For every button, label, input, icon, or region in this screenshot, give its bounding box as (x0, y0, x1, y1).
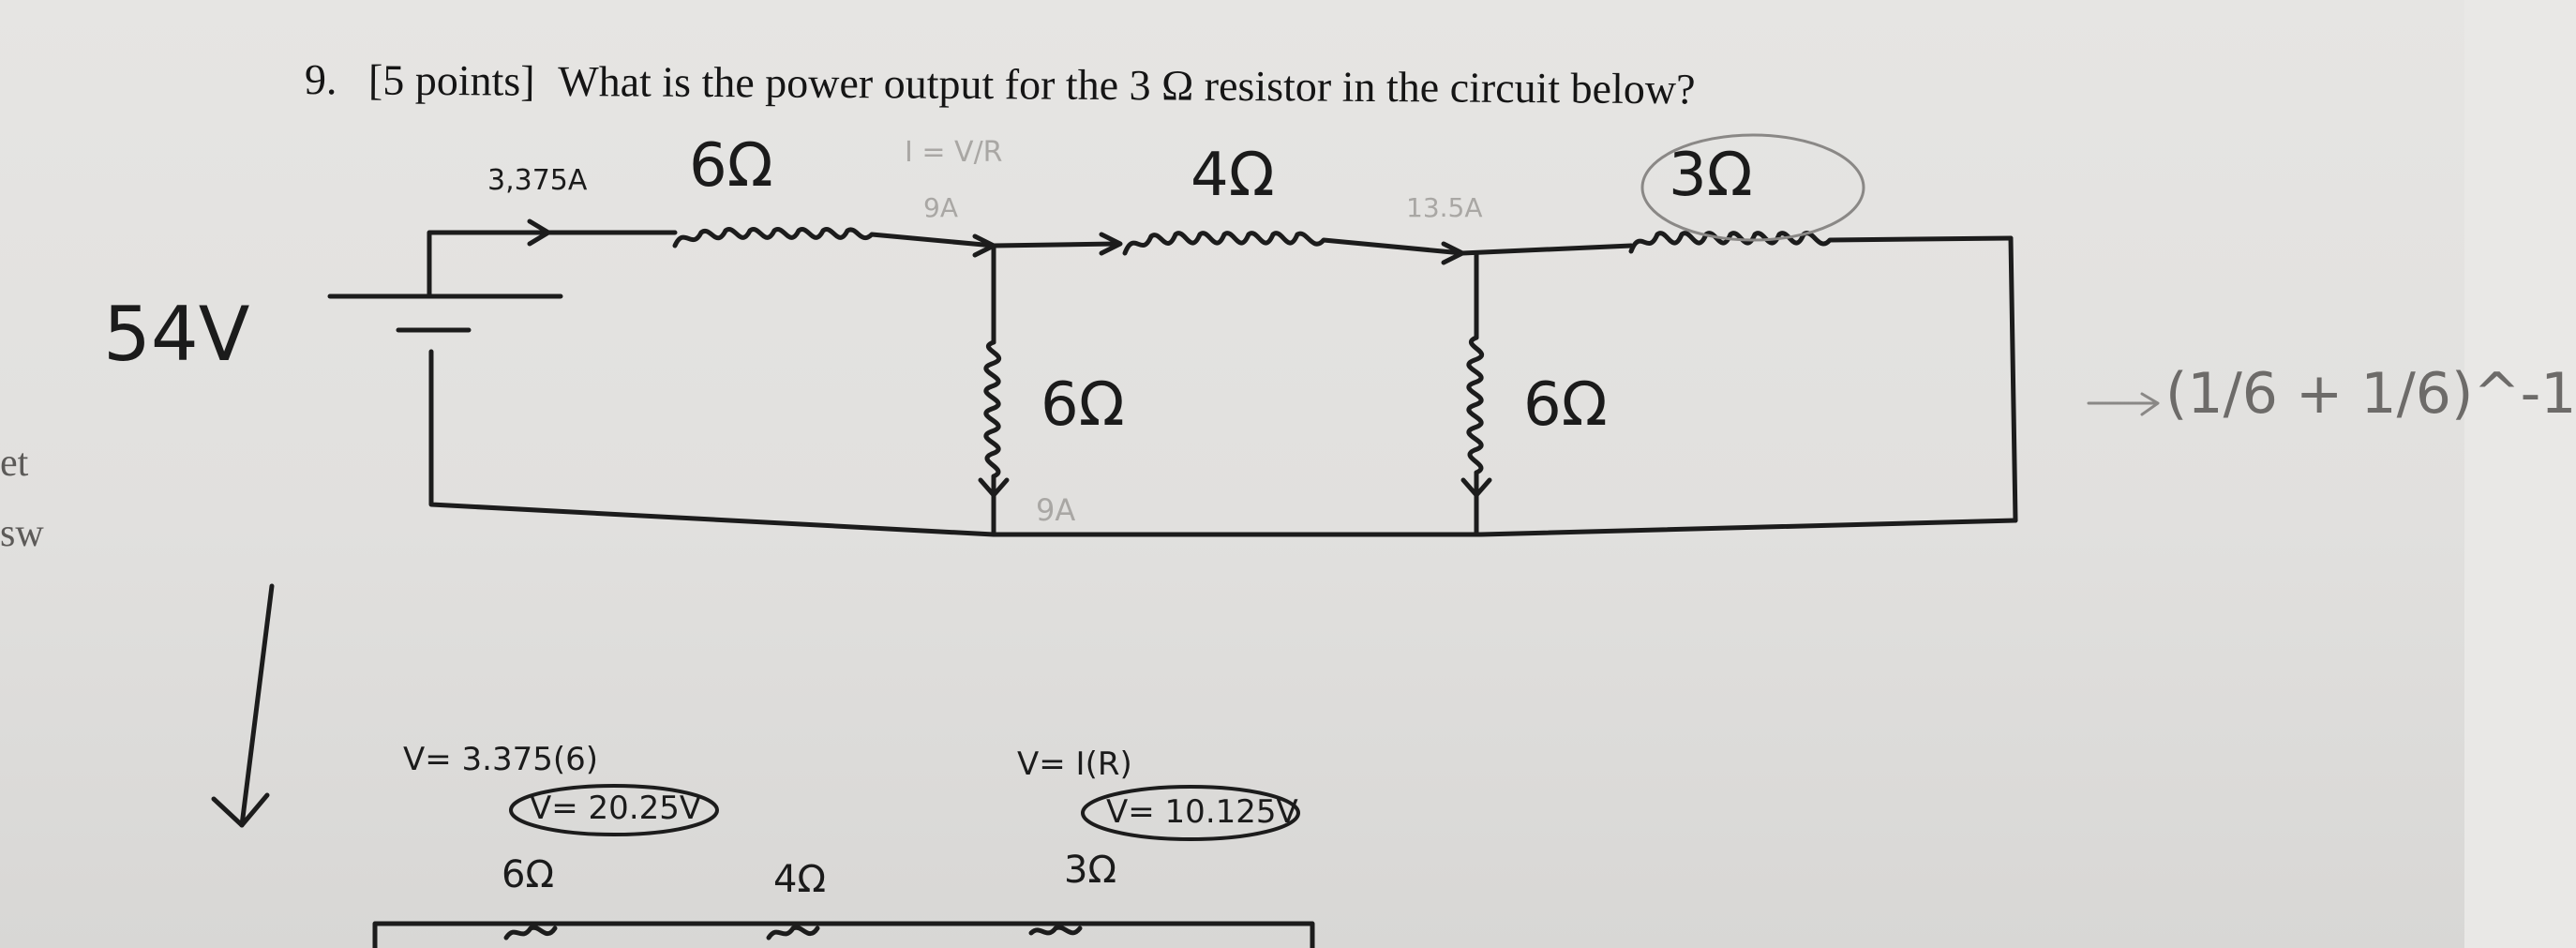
bottom-label-r3: 3Ω (1064, 849, 1117, 892)
wire-right (2008, 235, 2018, 523)
label-r2: 4Ω (1191, 141, 1275, 210)
calc-left-line2: V= 20.25V (530, 790, 702, 827)
arrow-shunt1 (978, 477, 1010, 498)
label-current-9a-bottom: 9A (1036, 492, 1076, 528)
arrow-main (527, 218, 551, 247)
wire-bottom (428, 349, 2018, 537)
calc-right-line1: V= I(R) (1017, 745, 1132, 783)
resistor-top-4ohm (1122, 231, 1465, 256)
bottom-res-1 (503, 925, 558, 940)
margin-text-top: et (0, 442, 29, 485)
label-current-9a-top: 9A (923, 192, 958, 223)
arrow-shunt2 (1460, 477, 1492, 498)
long-arrow (239, 583, 275, 828)
wire-mid-2 (1460, 243, 1634, 256)
calc-right-line2: V= 10.125V (1106, 793, 1298, 831)
equiv-arrow-head (2140, 392, 2160, 416)
bottom-res-3 (1028, 925, 1083, 936)
bottom-label-r2: 4Ω (773, 858, 827, 901)
margin-text-bottom: sw (0, 512, 44, 555)
label-r3: 3Ω (1669, 141, 1753, 210)
label-battery-voltage: 54V (103, 291, 250, 378)
circuit-diagram (211, 133, 2160, 948)
resistor-shunt2-6ohm (1466, 335, 1485, 475)
bottom-res-2 (766, 925, 820, 940)
circle-result-left (509, 784, 719, 836)
label-equiv-expr: (1/6 + 1/6)^-1 (2165, 361, 2576, 427)
label-ohm-law-faint: I = V/R (905, 136, 1003, 169)
label-current-main: 3,375A (487, 164, 588, 197)
arrow-r2-in (1099, 232, 1123, 256)
circle-result-right (1081, 785, 1300, 841)
circle-3ohm (1640, 133, 1865, 242)
resistor-shunt1-6ohm (983, 339, 1002, 479)
label-r-shunt2: 6Ω (1523, 370, 1608, 440)
resistor-top-6ohm (672, 227, 996, 248)
wire-mid-1 (991, 241, 1118, 248)
label-r-shunt1: 6Ω (1041, 370, 1125, 440)
label-r1: 6Ω (689, 131, 773, 201)
label-current-13-5a: 13.5A (1406, 192, 1483, 223)
bottom-label-r1: 6Ω (502, 853, 555, 896)
long-arrow-head (211, 792, 270, 828)
wire-battery-up (427, 230, 678, 299)
calc-left-line1: V= 3.375(6) (403, 741, 599, 778)
resistor-top-3ohm (1628, 231, 2014, 254)
bottom-wire (372, 921, 1315, 948)
